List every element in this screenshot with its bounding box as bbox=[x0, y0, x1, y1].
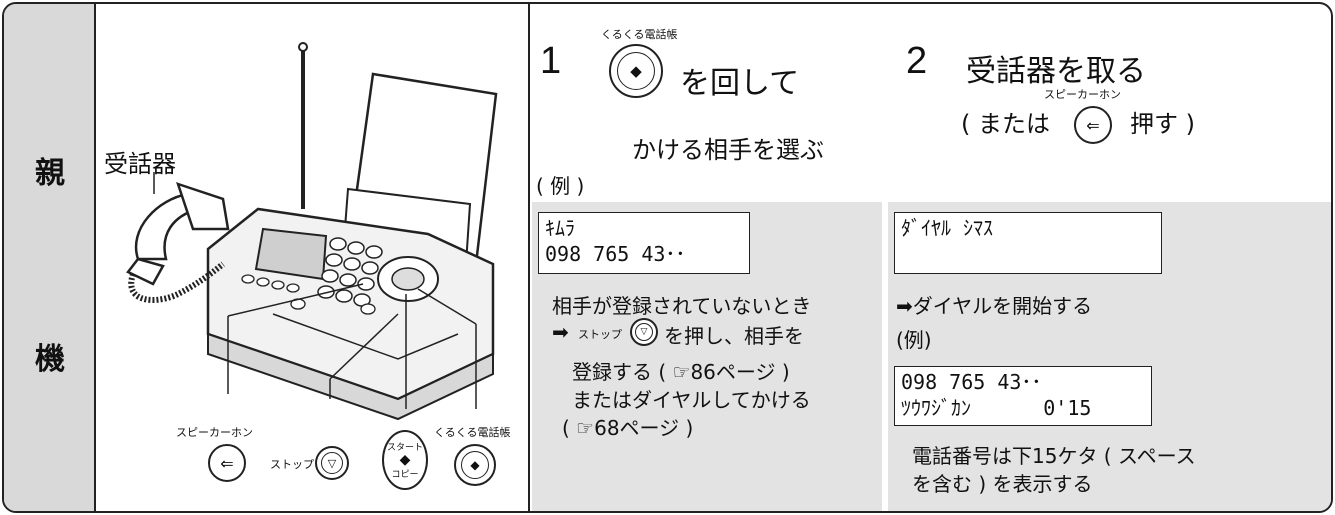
note-line: を押し、相手を bbox=[664, 324, 804, 348]
step2-alt-prefix: ( または bbox=[961, 110, 1050, 138]
fax-machine-drawing bbox=[126, 42, 498, 421]
speakerphone-button: ⇐ bbox=[208, 444, 246, 482]
jog-dial-icon: ◆ bbox=[470, 458, 480, 472]
sidebar-label-parent: 親 bbox=[35, 156, 65, 191]
step1-jog-caption: くるくる電話帳 bbox=[601, 28, 678, 41]
lcd-line: 098 765 43･･ bbox=[545, 242, 686, 266]
jog-caption: くるくる電話帳 bbox=[434, 426, 511, 439]
note-line: 電話番号は下15ケタ ( スペース bbox=[912, 444, 1196, 468]
speaker-icon: ⇐ bbox=[1086, 115, 1100, 135]
note-line: を含む ) を表示する bbox=[912, 472, 1093, 496]
step2-lcd: ﾀﾞｲﾔﾙ ｼﾏｽ bbox=[894, 212, 1162, 274]
stop-caption: ストップ bbox=[578, 328, 622, 341]
start-copy-button: スタート ◆ コピー bbox=[382, 430, 428, 490]
note-line: ( ☞68ページ ) bbox=[562, 416, 694, 440]
speaker-icon: ⇐ bbox=[220, 453, 234, 473]
step2-title: 受話器を取る bbox=[966, 54, 1146, 89]
note-line: 相手が登録されていないとき bbox=[552, 294, 812, 318]
fax-illustration: 受話器 スピーカーホン ⇐ ストップ ▽ スタート ◆ コピー くるくる電話帳 … bbox=[98, 4, 530, 511]
step2-alt-suffix: 押す ) bbox=[1130, 110, 1195, 138]
step2-speakerphone-button: ⇐ bbox=[1074, 106, 1112, 144]
stop-icon: ▽ bbox=[327, 456, 337, 470]
start-icon: ◆ bbox=[399, 452, 411, 468]
stop-icon: ▽ bbox=[640, 327, 648, 337]
step1-subtext: かける相手を選ぶ bbox=[632, 136, 824, 164]
step1-jog-dial-icon-button: ◆ bbox=[609, 44, 663, 98]
lcd-line bbox=[901, 241, 1155, 267]
lcd-line: ﾀﾞｲﾔﾙ ｼﾏｽ bbox=[901, 216, 994, 240]
jog-dial-button: ◆ bbox=[454, 444, 496, 486]
handset-callout: 受話器 bbox=[104, 150, 176, 178]
stop-caption: ストップ bbox=[270, 458, 314, 471]
note-arrow: ➡ bbox=[552, 320, 569, 344]
lcd-line: ﾂｳﾜｼﾞｶﾝ 0'15 bbox=[901, 396, 1092, 420]
speakerphone-caption: スピーカーホン bbox=[176, 426, 253, 439]
example-label: (例) bbox=[896, 328, 932, 352]
note-line: ➡ダイヤルを開始する bbox=[896, 294, 1093, 318]
stop-button: ▽ bbox=[315, 446, 349, 480]
step2-panel: ﾀﾞｲﾔﾙ ｼﾏｽ ➡ダイヤルを開始する (例) 098 765 43･･ﾂｳﾜ… bbox=[888, 202, 1331, 511]
jog-dial-icon: ◆ bbox=[630, 62, 642, 80]
lcd-line: 098 765 43･･ bbox=[901, 370, 1042, 394]
step1-number: 1 bbox=[540, 40, 562, 82]
step2-number: 2 bbox=[906, 40, 928, 82]
copy-label: コピー bbox=[391, 470, 419, 480]
note-line: 登録する ( ☞86ページ ) bbox=[572, 360, 790, 384]
sidebar: 親 機 bbox=[4, 4, 96, 511]
step1-example: ( 例 ) bbox=[536, 174, 585, 198]
step2-speaker-caption: スピーカーホン bbox=[1044, 88, 1121, 101]
step1-action: を回して bbox=[680, 66, 800, 101]
note-line: またはダイヤルしてかける bbox=[572, 388, 811, 412]
stop-button-inline: ▽ bbox=[630, 318, 658, 346]
start-label: スタート bbox=[386, 443, 423, 453]
sidebar-label-unit: 機 bbox=[35, 342, 65, 377]
lcd-line: ｷﾑﾗ bbox=[545, 216, 575, 240]
step2-lcd-timer: 098 765 43･･ﾂｳﾜｼﾞｶﾝ 0'15 bbox=[894, 366, 1152, 426]
